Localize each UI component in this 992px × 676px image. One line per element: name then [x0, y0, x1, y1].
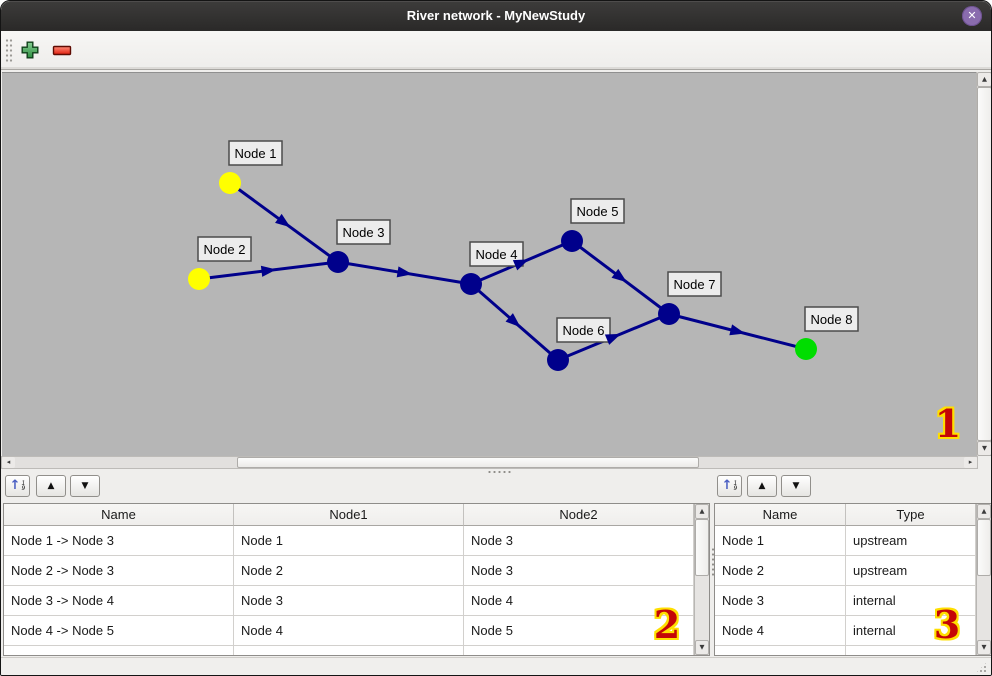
- scroll-up-button[interactable]: ▲: [977, 72, 991, 87]
- node-5-label: Node 5: [577, 204, 619, 219]
- horizontal-scroll-thumb[interactable]: [237, 457, 699, 468]
- column-header-node1[interactable]: Node1: [234, 504, 464, 526]
- add-button[interactable]: [17, 37, 43, 63]
- node-5-label-box: [570, 198, 625, 224]
- node-1-label: Node 1: [235, 146, 277, 161]
- table-row[interactable]: Node 4 internal: [715, 616, 976, 646]
- down-triangle-icon: ▼: [792, 480, 800, 491]
- up-triangle-icon: ▲: [47, 480, 55, 491]
- node-3-label-box: [336, 219, 391, 245]
- network-node-2[interactable]: [188, 268, 210, 290]
- up-triangle-icon: ▲: [758, 480, 766, 491]
- links-table-scrollbar[interactable]: ▲ ▼: [694, 504, 709, 655]
- node-8-label-box: [804, 306, 859, 332]
- column-header-name[interactable]: Name: [715, 504, 846, 526]
- table-row[interactable]: Node 1 -> Node 3 Node 1 Node 3: [4, 526, 694, 556]
- node-2-label: Node 2: [204, 242, 246, 257]
- window-title: River network - MyNewStudy: [406, 8, 586, 23]
- arrowhead-icon: [604, 333, 621, 345]
- plus-icon: [21, 41, 39, 59]
- column-header-node2[interactable]: Node2: [464, 504, 694, 526]
- scroll-up-button[interactable]: ▲: [977, 504, 991, 519]
- scroll-down-button[interactable]: ▼: [977, 441, 991, 456]
- arrowhead-icon: [505, 313, 521, 328]
- network-node-6[interactable]: [547, 349, 569, 371]
- table-row[interactable]: Node 2 upstream: [715, 556, 976, 586]
- arrowhead-icon: [729, 324, 746, 336]
- table-row-partial: [4, 646, 694, 655]
- scroll-down-button[interactable]: ▼: [977, 640, 991, 655]
- network-node-4[interactable]: [460, 273, 482, 295]
- annotation-1: 1: [934, 401, 962, 446]
- annotation-3: 3: [933, 602, 961, 647]
- network-canvas[interactable]: Node 1 Node 2 Node 3 Node 4 Node 5 Node 6 Node…: [2, 72, 976, 456]
- nodes-move-up-button[interactable]: ▲: [747, 475, 777, 497]
- remove-button[interactable]: [49, 37, 75, 63]
- close-button[interactable]: ✕: [962, 6, 982, 26]
- arrowhead-icon: [512, 259, 529, 271]
- canvas-vertical-scrollbar[interactable]: ▲ ▼: [976, 72, 991, 456]
- column-header-name[interactable]: Name: [4, 504, 234, 526]
- arrowhead-icon: [396, 266, 413, 278]
- minus-icon: [52, 45, 72, 56]
- resize-grip[interactable]: [975, 661, 988, 674]
- node-2-label-box: [197, 236, 252, 262]
- node-6-label-box: [556, 317, 611, 343]
- down-triangle-icon: ▼: [81, 480, 89, 491]
- arrowhead-icon: [275, 213, 291, 228]
- node-4-label: Node 4: [476, 247, 518, 262]
- nodes-table-scrollbar[interactable]: ▲ ▼: [976, 504, 991, 655]
- vertical-scroll-thumb[interactable]: [977, 87, 991, 441]
- table-row[interactable]: Node 3 -> Node 4 Node 3 Node 4: [4, 586, 694, 616]
- scroll-thumb[interactable]: [977, 519, 991, 576]
- links-table: Name Node1 Node2 Node 1 -> Node 3 Node 1…: [3, 503, 710, 656]
- toolbar-drag-handle[interactable]: [5, 38, 13, 63]
- network-node-3[interactable]: [327, 251, 349, 273]
- links-move-down-button[interactable]: ▼: [70, 475, 100, 497]
- nodes-table: Name Type Node 1 upstream Node 2 upstrea…: [714, 503, 991, 656]
- table-row[interactable]: Node 2 -> Node 3 Node 2 Node 3: [4, 556, 694, 586]
- network-node-7[interactable]: [658, 303, 680, 325]
- scroll-thumb[interactable]: [695, 519, 709, 576]
- title-bar[interactable]: River network - MyNewStudy ✕: [1, 1, 991, 31]
- links-move-up-button[interactable]: ▲: [36, 475, 66, 497]
- status-bar: [1, 657, 991, 675]
- network-node-1[interactable]: [219, 172, 241, 194]
- scroll-up-button[interactable]: ▲: [695, 504, 709, 519]
- scroll-left-button[interactable]: ◂: [2, 457, 15, 468]
- links-table-header: Name Node1 Node2: [4, 504, 694, 526]
- node-7-label-box: [667, 271, 722, 297]
- horizontal-splitter-handle[interactable]: [487, 470, 513, 474]
- network-node-5[interactable]: [561, 230, 583, 252]
- main-toolbar: [1, 31, 991, 70]
- nodes-move-down-button[interactable]: ▼: [781, 475, 811, 497]
- table-row[interactable]: Node 3 internal: [715, 586, 976, 616]
- canvas-horizontal-scrollbar[interactable]: ◂ ▸: [1, 456, 978, 469]
- arrowhead-icon: [611, 268, 627, 283]
- scroll-down-button[interactable]: ▼: [695, 640, 709, 655]
- node-7-label: Node 7: [674, 277, 716, 292]
- node-8-label: Node 8: [811, 312, 853, 327]
- table-row[interactable]: Node 4 -> Node 5 Node 4 Node 5: [4, 616, 694, 646]
- arrowhead-icon: [260, 265, 277, 277]
- annotation-2: 2: [653, 602, 681, 647]
- node-1-label-box: [228, 140, 283, 166]
- table-row-partial: [715, 646, 976, 655]
- scroll-right-button[interactable]: ▸: [964, 457, 977, 468]
- node-3-label: Node 3: [343, 225, 385, 240]
- network-node-8[interactable]: [795, 338, 817, 360]
- node-6-label: Node 6: [563, 323, 605, 338]
- table-row[interactable]: Node 1 upstream: [715, 526, 976, 556]
- nodes-table-header: Name Type: [715, 504, 976, 526]
- vertical-splitter-handle[interactable]: [711, 547, 715, 577]
- column-header-type[interactable]: Type: [846, 504, 976, 526]
